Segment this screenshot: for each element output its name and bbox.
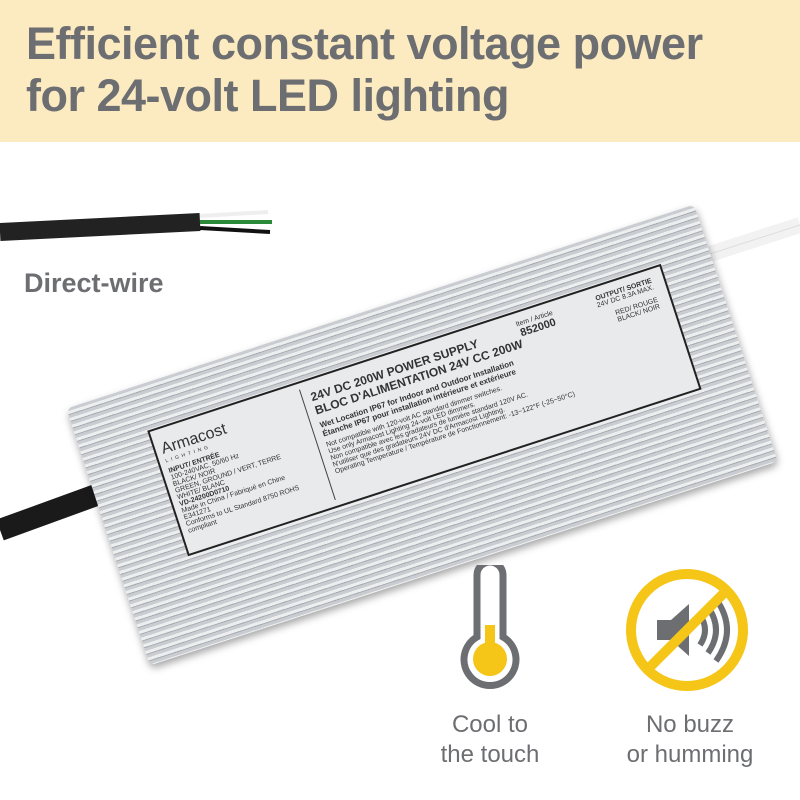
no-sound-icon <box>626 569 748 691</box>
thermometer-icon <box>460 565 520 689</box>
direct-wire-label: Direct-wire <box>24 268 164 298</box>
